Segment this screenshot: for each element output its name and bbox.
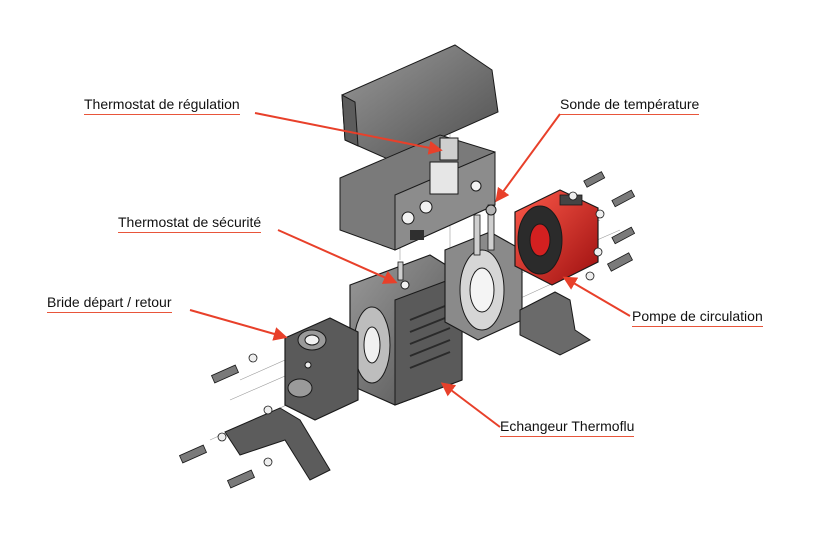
front-flange-part <box>284 317 359 421</box>
front-screws <box>178 353 273 489</box>
cover-part <box>341 44 499 161</box>
arrow-echangeur <box>440 382 501 428</box>
thermostat-box-part <box>339 134 496 251</box>
label-sonde-temperature: Sonde de température <box>560 96 700 115</box>
label-bride: Bride départ / retour <box>47 294 172 313</box>
pump-screws <box>568 171 636 281</box>
label-echangeur: Echangeur Thermoflu <box>500 418 635 437</box>
arrow-bride <box>189 309 288 341</box>
label-thermostat-securite: Thermostat de sécurité <box>118 214 262 233</box>
front-bracket-part <box>224 407 331 481</box>
rear-flange-part <box>444 204 523 341</box>
label-pompe: Pompe de circulation <box>632 308 763 327</box>
exchanger-body-part <box>349 254 463 406</box>
pump-part <box>514 189 599 286</box>
arrow-pompe <box>562 276 631 317</box>
arrow-thermostat-regulation <box>254 112 443 155</box>
label-thermostat-regulation: Thermostat de régulation <box>84 96 240 115</box>
callout-arrows <box>189 112 631 428</box>
rear-bracket-part <box>519 291 591 356</box>
arrow-sonde-temperature <box>495 113 561 203</box>
arrow-thermostat-securite <box>277 229 398 284</box>
